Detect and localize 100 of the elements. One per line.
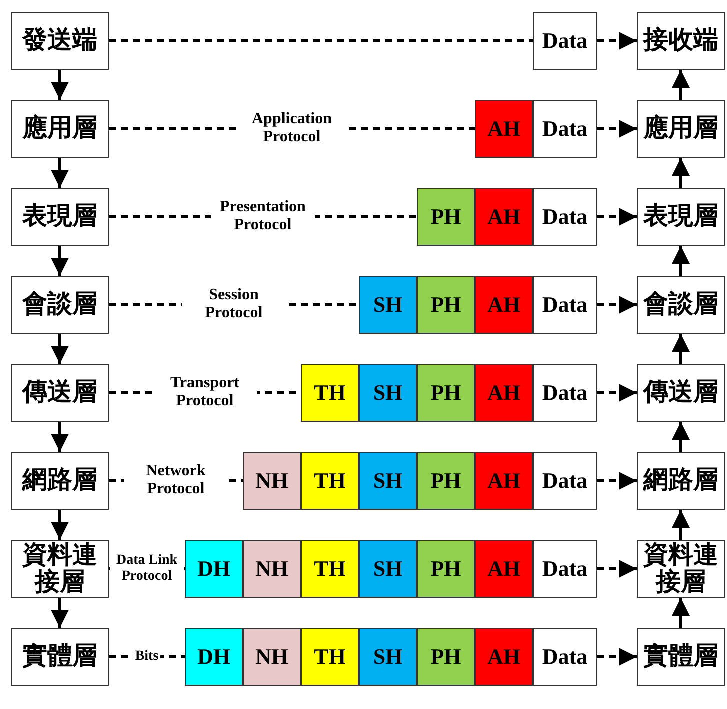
header-block [533, 100, 597, 158]
header-block [475, 188, 533, 246]
dashed-connector [597, 208, 637, 226]
header-block [533, 364, 597, 422]
layer-name: 表現層 [644, 203, 718, 231]
layer-name: 應用層 [644, 115, 718, 143]
header-label: Data [542, 380, 588, 406]
layer-box [11, 100, 109, 158]
header-block [533, 540, 597, 598]
header-label: DH [198, 644, 230, 670]
header-block [533, 188, 597, 246]
header-block [475, 364, 533, 422]
header-block [417, 540, 475, 598]
header-label: NH [256, 556, 288, 582]
header-label: Data [542, 292, 588, 318]
header-block [417, 276, 475, 334]
layer-box [637, 540, 725, 598]
header-label: AH [488, 292, 520, 318]
layer-box [637, 100, 725, 158]
header-label: TH [314, 556, 346, 582]
layer-box [637, 452, 725, 510]
layer-box [637, 188, 725, 246]
arrow [51, 70, 69, 100]
header-label: SH [373, 556, 403, 582]
header-block [475, 276, 533, 334]
header-block [301, 452, 359, 510]
layer-name: 實體層 [644, 643, 718, 671]
header-block [475, 540, 533, 598]
layer-box [637, 12, 725, 70]
header-block [359, 628, 417, 686]
layer-box [637, 628, 725, 686]
header-label: Data [542, 556, 588, 582]
header-block [417, 628, 475, 686]
arrow [51, 510, 69, 540]
header-label: Data [542, 644, 588, 670]
header-block [359, 452, 417, 510]
header-block [417, 188, 475, 246]
layer-name: 傳送層 [22, 379, 98, 407]
header-block [417, 364, 475, 422]
dashed-connector [597, 560, 637, 578]
header-block [533, 12, 597, 70]
arrow [672, 598, 690, 628]
layer-name: 會談層 [22, 291, 98, 319]
header-label: PH [430, 556, 462, 582]
header-label: Data [542, 28, 588, 54]
layer-box [11, 364, 109, 422]
header-label: PH [430, 292, 462, 318]
layer-name: 應用層 [22, 115, 98, 143]
header-label: NH [256, 468, 288, 494]
arrow [672, 246, 690, 276]
header-block [533, 276, 597, 334]
layer-box [11, 628, 109, 686]
header-label: NH [256, 644, 288, 670]
header-label: PH [430, 644, 462, 670]
header-block [359, 276, 417, 334]
layer-name: 資料連接層 [642, 542, 720, 596]
header-label: AH [488, 556, 520, 582]
header-label: SH [373, 292, 403, 318]
arrow [51, 158, 69, 188]
arrow [672, 70, 690, 100]
header-block [243, 540, 301, 598]
arrow [672, 422, 690, 452]
layer-box [637, 364, 725, 422]
header-block [301, 540, 359, 598]
layer-box [11, 276, 109, 334]
header-block [533, 452, 597, 510]
dashed-connector [109, 40, 533, 42]
header-label: PH [430, 468, 462, 494]
header-label: Data [542, 204, 588, 230]
header-label: AH [488, 116, 520, 142]
header-block [301, 628, 359, 686]
header-label: PH [430, 204, 462, 230]
header-label: AH [488, 204, 520, 230]
header-block [533, 628, 597, 686]
header-label: Data [542, 116, 588, 142]
layer-box [11, 452, 109, 510]
layer-name: 資料連接層 [22, 542, 98, 596]
dashed-connector [597, 32, 637, 50]
header-block [475, 100, 533, 158]
layer-name: 網路層 [644, 467, 718, 495]
header-block [301, 364, 359, 422]
arrow [51, 422, 69, 452]
arrow [672, 158, 690, 188]
layer-box [11, 188, 109, 246]
layer-box [637, 276, 725, 334]
header-block [243, 628, 301, 686]
dashed-connector [597, 120, 637, 138]
layer-name: 傳送層 [644, 379, 718, 407]
header-label: SH [373, 380, 403, 406]
header-block [475, 452, 533, 510]
layer-name: 會談層 [644, 291, 718, 319]
header-label: SH [373, 644, 403, 670]
arrow [51, 334, 69, 364]
layer-name: 接收端 [644, 27, 718, 55]
header-label: TH [314, 380, 346, 406]
arrow [672, 334, 690, 364]
header-label: TH [314, 468, 346, 494]
layer-box [11, 540, 109, 598]
dashed-connector [597, 296, 637, 314]
layer-name: 網路層 [22, 467, 98, 495]
